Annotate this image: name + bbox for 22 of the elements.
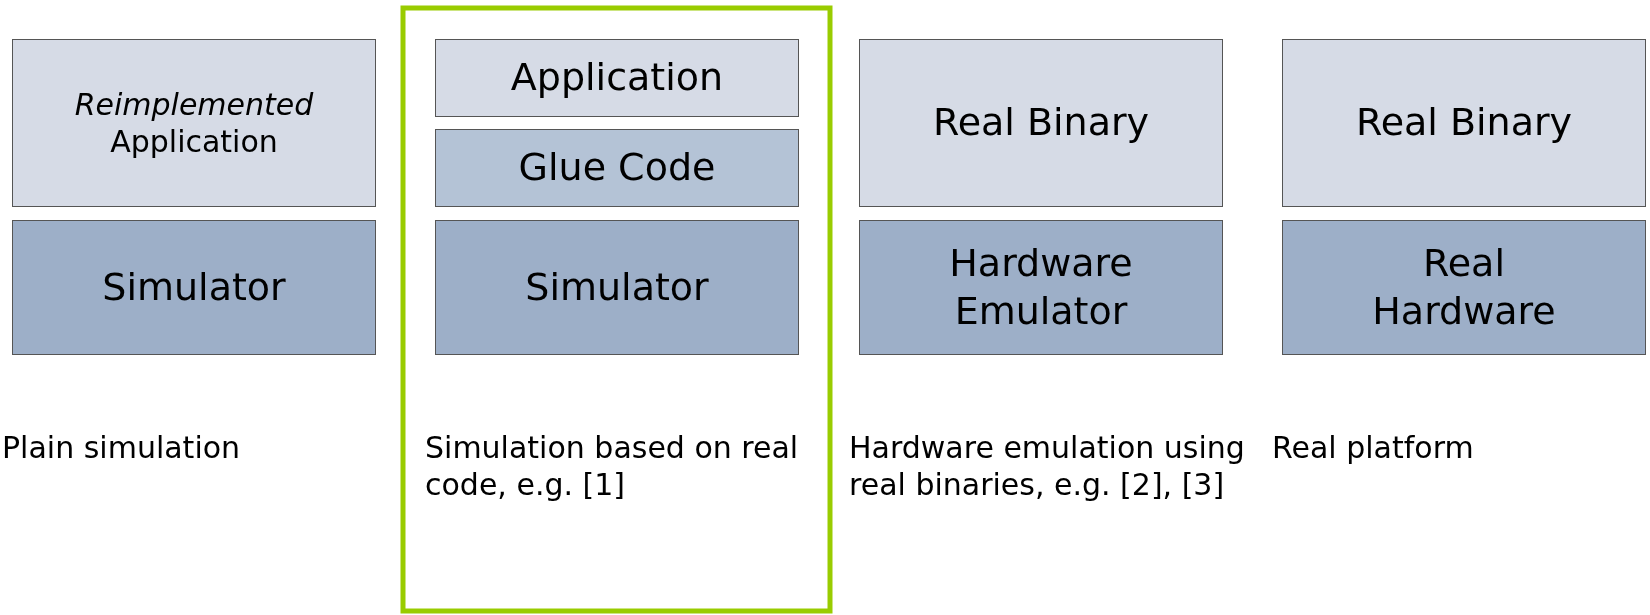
layer-box: [859, 220, 1223, 355]
layer-box: [435, 39, 799, 117]
layer-box: [1282, 39, 1646, 207]
layer-label: Glue Code: [518, 145, 716, 190]
layer-label: Real Hardware: [1372, 241, 1556, 333]
layer-label: Simulator: [102, 264, 286, 309]
caption-text: Real platform: [1272, 430, 1475, 467]
layer-label: Simulator: [525, 264, 709, 309]
layer-box: [435, 220, 799, 355]
caption-text: Simulation based on real code, e.g. [1]: [425, 430, 800, 504]
layer-label: Real Binary: [932, 100, 1150, 145]
layer-label: Real Binary: [1355, 100, 1573, 145]
layer-label: Reimplemented Application: [74, 86, 314, 159]
layer-box: [12, 39, 376, 207]
layer-box: [859, 39, 1223, 207]
layer-box: [1282, 220, 1646, 355]
layer-label: Application: [510, 55, 724, 100]
layer-label: Hardware Emulator: [949, 241, 1133, 333]
caption-text: Plain simulation: [2, 430, 242, 467]
layer-box: [435, 129, 799, 207]
caption-text: Hardware emulation using real binaries, e.g. [2], [3]: [849, 430, 1246, 504]
layer-box: [12, 220, 376, 355]
